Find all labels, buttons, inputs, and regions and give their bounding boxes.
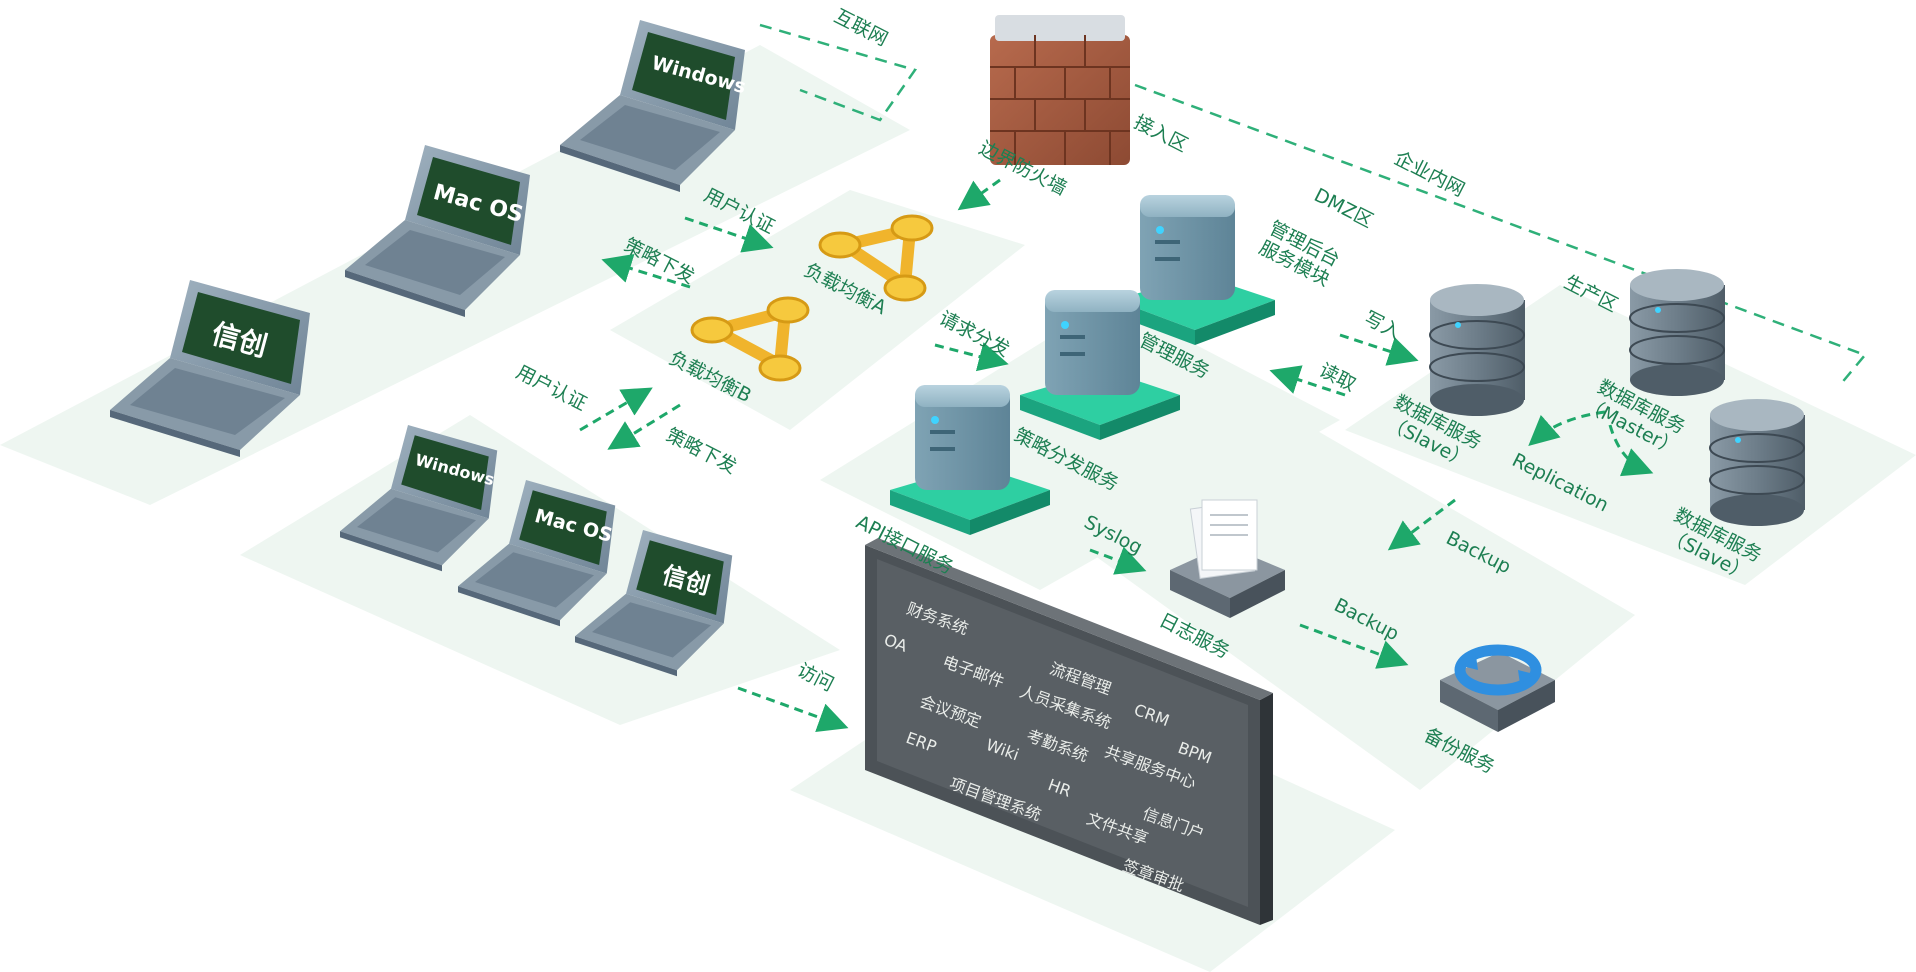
database-slave-1-icon: [1429, 284, 1525, 416]
load-balancer-b-icon: [690, 296, 810, 382]
laptop-xinchuang-1-icon: [110, 280, 310, 457]
laptop-windows-2-icon: [340, 425, 498, 572]
database-master-icon: [1629, 269, 1725, 396]
application-board: [865, 538, 1273, 925]
server-api-icon: [890, 385, 1050, 535]
database-slave-2-icon: [1709, 399, 1805, 526]
backup-service-icon: [1440, 644, 1555, 732]
laptop-windows-1-icon: [560, 20, 745, 192]
server-mgmt-icon: [1115, 195, 1275, 345]
flow-arrows: [579, 178, 1654, 732]
zone-boundaries: [759, 23, 1868, 386]
load-balancer-a-icon: [818, 214, 934, 302]
firewall-icon: [990, 15, 1130, 165]
log-service-icon: [1170, 499, 1285, 618]
laptop-macos-2-icon: [458, 480, 616, 627]
laptop-xinchuang-2-icon: [575, 530, 733, 677]
server-policy-icon: [1020, 290, 1180, 440]
laptop-macos-1-icon: [345, 145, 530, 317]
